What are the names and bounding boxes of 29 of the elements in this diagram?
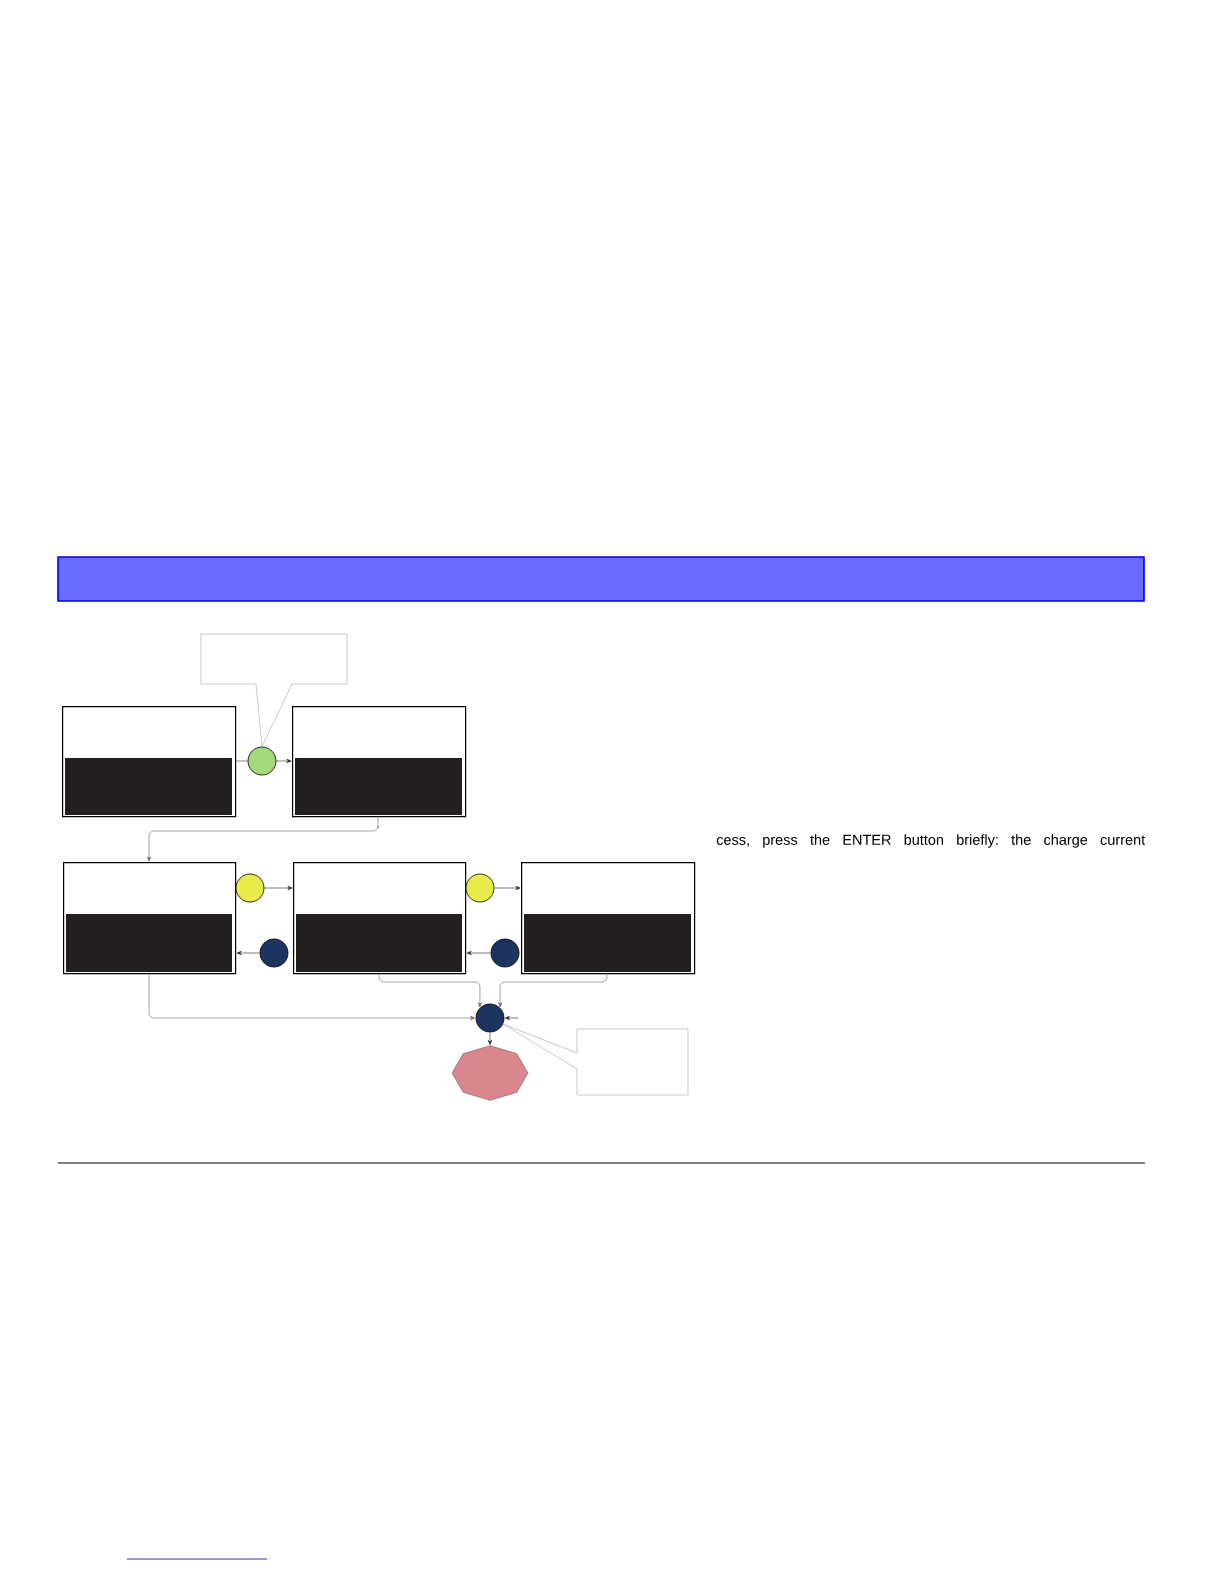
arrow — [494, 885, 521, 891]
button-circle — [475, 1003, 505, 1033]
display-screen — [62, 706, 237, 818]
arrow — [487, 1032, 493, 1045]
arrow — [146, 815, 379, 862]
button-circle — [465, 873, 495, 903]
button-circle — [490, 938, 520, 968]
connector-line — [235, 760, 248, 762]
arrow — [276, 758, 292, 764]
arrow — [236, 950, 260, 956]
arrow — [504, 1015, 519, 1021]
button-circle — [259, 938, 289, 968]
arrow — [498, 972, 608, 1008]
leader-line — [255, 683, 293, 747]
display-screen — [63, 862, 237, 975]
display-screen — [521, 862, 696, 975]
arrow — [148, 972, 476, 1021]
arrow — [378, 972, 482, 1008]
display-screen — [292, 706, 467, 818]
arrow — [466, 950, 491, 956]
display-screen — [293, 862, 467, 975]
stop-octagon — [451, 1045, 529, 1101]
callout-box — [576, 1028, 689, 1096]
button-circle — [235, 873, 265, 903]
body-text: cess, press the ENTER button briefly: the charge current — [716, 834, 1146, 848]
button-circle — [247, 746, 277, 776]
arrow — [264, 885, 293, 891]
leader-line — [502, 1023, 578, 1070]
callout-box — [200, 633, 348, 685]
